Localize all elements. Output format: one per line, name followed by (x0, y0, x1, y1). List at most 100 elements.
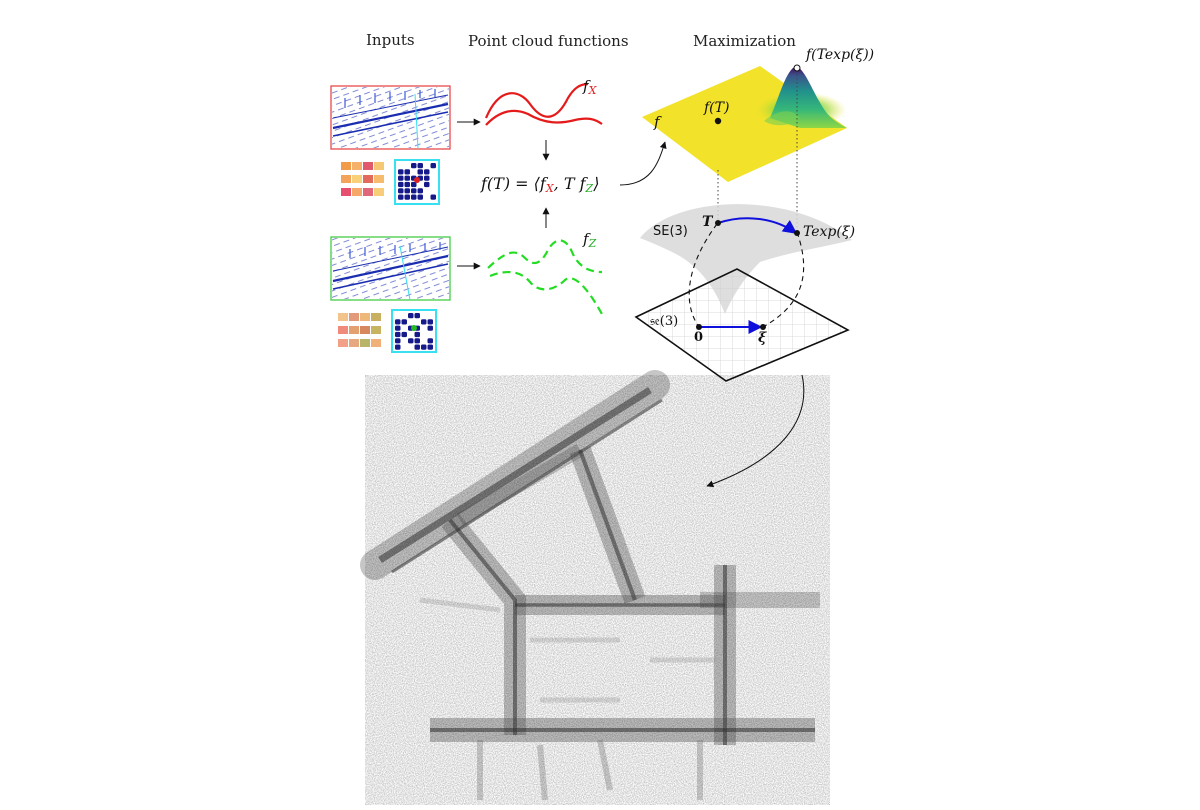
point-xi (760, 324, 766, 330)
voxel-cell (417, 188, 423, 194)
voxel-cell (424, 169, 430, 175)
point-f-Texp (793, 64, 801, 72)
voxel-cell (411, 194, 417, 200)
header-point-cloud-functions: Point cloud functions (468, 32, 629, 50)
equation-left: f(T) = ⟨f (481, 174, 546, 193)
voxel-cell (398, 181, 404, 188)
feature-cell (371, 326, 381, 334)
source-voxel-grid (394, 159, 440, 205)
feature-cell (341, 188, 351, 196)
voxel-cell (411, 163, 417, 169)
voxel-cell (395, 325, 401, 331)
feature-cell (352, 188, 362, 196)
voxel-cell (395, 338, 401, 344)
label-SE3: SE(3) (653, 224, 688, 239)
label-f-of-T: f(T) (704, 100, 730, 116)
voxel-cell (427, 319, 433, 325)
feature-cell (360, 339, 370, 347)
feature-cell (352, 175, 362, 183)
label-fz-sub: Z (588, 237, 597, 250)
equation-right: ⟩ (593, 174, 600, 193)
geodesic-path-se3 (717, 217, 798, 234)
fz-function-curve (487, 239, 604, 317)
voxel-cell (424, 181, 430, 188)
label-fx-base: f (583, 77, 589, 95)
label-Texp: Texp(ξ) (803, 224, 856, 240)
feature-cell (341, 162, 351, 170)
voxel-cell (398, 175, 404, 181)
voxel-cell (430, 194, 436, 200)
source-feature-grid (341, 162, 384, 196)
voxel-cell (421, 319, 427, 325)
voxel-cell (404, 175, 410, 181)
voxel-cell (408, 338, 414, 344)
label-xi: ξ (758, 330, 767, 346)
voxel-cell (421, 344, 427, 350)
voxel-cell (401, 319, 407, 325)
voxel-cell (414, 344, 420, 350)
equation-mid: , T f (553, 174, 586, 193)
target-lidar-scan (330, 236, 451, 301)
header-maximization: Maximization (693, 32, 796, 50)
voxel-cell (427, 344, 433, 350)
voxel-cell (395, 331, 401, 338)
voxel-cell (417, 163, 423, 169)
feature-cell (349, 313, 359, 321)
arrow-equation-to-objective (619, 141, 667, 186)
voxel-cell (404, 194, 410, 200)
label-fz-base: f (583, 230, 589, 248)
label-f: f (654, 113, 660, 131)
label-fx: fX (583, 77, 596, 97)
label-T: T (702, 214, 713, 230)
feature-cell (349, 339, 359, 347)
voxel-cell (427, 338, 433, 344)
source-lidar-scan (330, 85, 451, 150)
voxel-cell (414, 338, 420, 344)
equation-sub-x: X (545, 182, 554, 195)
label-se3-lie-algebra: 𝔰𝔢(3) (650, 314, 679, 329)
feature-cell (360, 313, 370, 321)
voxel-cell (411, 188, 417, 194)
feature-cell (363, 188, 373, 196)
voxel-cell (427, 325, 433, 331)
feature-cell (349, 326, 359, 334)
objective-surface (642, 66, 847, 182)
exp-map-dashed-Texp (762, 231, 805, 328)
point-cloud-map (360, 370, 830, 805)
feature-cell (360, 326, 370, 334)
fx-function-curve (484, 82, 603, 126)
voxel-cell (430, 163, 436, 169)
voxel-cell (404, 188, 410, 194)
feature-cell (338, 339, 348, 347)
voxel-cell (395, 344, 401, 350)
exp-map-dashed-T (688, 223, 718, 328)
voxel-cell (408, 313, 414, 319)
se3-tangent-plane (634, 268, 850, 382)
label-fx-sub: X (588, 84, 597, 97)
point-Texp (794, 230, 800, 236)
feature-cell (374, 175, 384, 183)
feature-cell (363, 162, 373, 170)
voxel-cell (414, 313, 420, 319)
label-fz: fZ (583, 230, 596, 250)
voxel-cell (404, 169, 410, 175)
point-f-T (714, 117, 722, 125)
voxel-cell (398, 169, 404, 175)
voxel-cell (398, 194, 404, 200)
point-zero (696, 324, 702, 330)
voxel-cell (404, 181, 410, 188)
feature-cell (338, 313, 348, 321)
feature-cell (374, 188, 384, 196)
header-inputs: Inputs (366, 31, 415, 49)
voxel-cell (424, 175, 430, 181)
feature-cell (363, 175, 373, 183)
voxel-cell (395, 319, 401, 325)
label-f-of-Texp: f(Texp(ξ)) (806, 47, 875, 63)
feature-cell (374, 162, 384, 170)
voxel-cell (411, 181, 417, 188)
voxel-cell (398, 188, 404, 194)
equation-sub-z: Z (585, 182, 594, 195)
voxel-cell (401, 331, 407, 338)
